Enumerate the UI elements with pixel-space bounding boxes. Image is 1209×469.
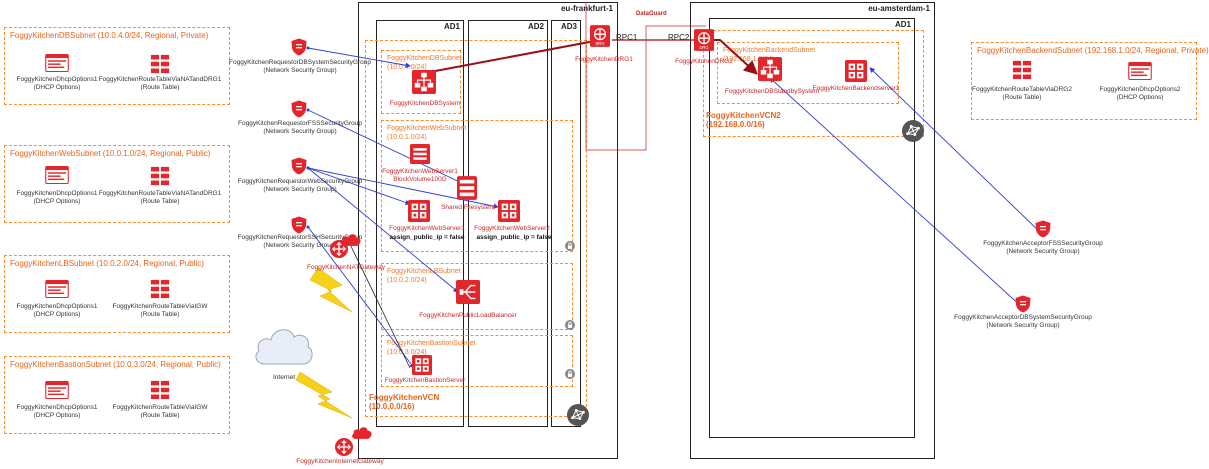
lb-subnet-panel: FoggyKitchenLBSubnet (10.0.2.0/24, Regio… bbox=[4, 255, 230, 333]
web-subnet-title: FoggyKitchenWebSubnet (10.0.1.0/24, Regi… bbox=[10, 149, 211, 158]
ams-ad1-label: AD1 bbox=[894, 20, 911, 29]
server-icon bbox=[845, 60, 867, 82]
nsg-acceptor-db-caption: FoggyKitchenAcceptorDBSystemSecurityGrou… bbox=[954, 314, 1092, 329]
lightning-bolt bbox=[295, 371, 353, 419]
bastion-subnet-title: FoggyKitchenBastionSubnet (10.0.3.0/24, … bbox=[10, 360, 221, 369]
route-caption: FoggyKitchenRouteTableViaIGW(Route Table… bbox=[112, 303, 208, 318]
ad2-label: AD2 bbox=[527, 22, 544, 31]
web-server-1-label: FoggyKitchenWebServer1 bbox=[389, 225, 465, 232]
nsg-acceptor-db-link bbox=[769, 77, 1025, 310]
bastion-subnet-panel: FoggyKitchenBastionSubnet (10.0.3.0/24, … bbox=[4, 356, 230, 434]
lock-icon bbox=[565, 369, 575, 379]
nsg-ssh-link bbox=[306, 225, 415, 369]
nat-bastion-link bbox=[347, 239, 411, 369]
internet-gateway-icon bbox=[335, 438, 353, 456]
internet-label: Internet bbox=[272, 374, 296, 381]
shield-icon bbox=[291, 38, 307, 56]
nsg-acceptor-fss-caption: FoggyKitchenAcceptorFSSSecurityGroup(Net… bbox=[983, 240, 1103, 255]
shield-icon bbox=[291, 100, 307, 118]
nat-gateway-label: FoggyKitchenNATGateway bbox=[307, 264, 385, 271]
dhcp-caption: FoggyKitchenDhcpOptions1(DHCP Options) bbox=[16, 303, 98, 318]
dataguard-label: DataGuard bbox=[636, 11, 667, 17]
dataguard-path bbox=[585, 2, 706, 151]
ad2-frankfurt: AD2 bbox=[468, 20, 548, 427]
ad3-frankfurt: AD3 bbox=[551, 20, 581, 427]
shield-icon bbox=[1015, 295, 1031, 313]
lb-subnet-title: FoggyKitchenLBSubnet (10.0.2.0/24, Regio… bbox=[10, 259, 204, 268]
shield-icon bbox=[291, 216, 307, 234]
vcn-mesh-icon bbox=[902, 120, 924, 142]
route-caption: FoggyKitchenRouteTableViaIGW(Route Table… bbox=[112, 404, 208, 419]
rpc2-label: RPC2 bbox=[668, 33, 690, 42]
vcn-mesh-icon bbox=[567, 404, 589, 426]
lock-icon bbox=[565, 320, 575, 330]
drg-router-icon[interactable] bbox=[694, 29, 714, 51]
drg1-label: FoggyKitchenDRG1 bbox=[575, 56, 633, 63]
nsg-fss-caption: FoggyKitchenRequestorFSSSecurityGroup(Ne… bbox=[238, 120, 362, 135]
nsg-ssh-caption: FoggyKitchenRequestorSSHSecurityGroup(Ne… bbox=[237, 234, 363, 249]
server-icon bbox=[498, 200, 520, 222]
backend-server-label: FoggyKitchenBackendserver1 bbox=[812, 85, 900, 92]
ad1-label: AD1 bbox=[443, 22, 460, 31]
route-caption: FoggyKitchenRouteTableViaNATandDRG1(Rout… bbox=[98, 190, 222, 205]
vcn-frankfurt-label: FoggyKitchenVCN(10.0.0.0/16) bbox=[369, 393, 440, 411]
shield-icon bbox=[291, 157, 307, 175]
dhcp-caption: FoggyKitchenDhcpOptions1(DHCP Options) bbox=[16, 190, 98, 205]
db-standby-label: FoggyKitchenDBStandbySystem bbox=[724, 88, 820, 95]
load-balancer-label: FoggyKitchenPublicLoadBalancer bbox=[419, 312, 517, 319]
shared-fs-label: Shared Filesystem bbox=[441, 204, 495, 211]
nsg-db-link bbox=[306, 46, 411, 68]
web-subnet-panel: FoggyKitchenWebSubnet (10.0.1.0/24, Regi… bbox=[4, 145, 230, 223]
bastion-server-label: FoggyKitchenBastionServer bbox=[384, 377, 466, 384]
server-icon bbox=[412, 355, 432, 375]
shield-icon bbox=[1035, 220, 1051, 238]
rpc1-label: RPC1 bbox=[616, 33, 638, 42]
vcn-amsterdam-label: FoggyKitchenVCN2(192.168.0.0/16) bbox=[706, 111, 781, 129]
lock-icon bbox=[565, 241, 575, 251]
lightning-bolt bbox=[309, 267, 353, 313]
nsg-db-caption: FoggyKitchenRequestorDBSystemSecurityGro… bbox=[229, 59, 371, 74]
db-subnet-panel: FoggyKitchenDBSubnet (10.0.4.0/24, Regio… bbox=[4, 27, 230, 105]
db-system-label: FoggyKitchenDBSystem bbox=[389, 100, 461, 107]
db-to-drg1-link bbox=[429, 39, 601, 73]
nsg-acceptor-fss-link bbox=[869, 67, 1045, 237]
route-caption: FoggyKitchenRouteTableViaNATandDRG1(Rout… bbox=[98, 76, 222, 91]
server-icon bbox=[410, 144, 430, 164]
drg-router-icon[interactable] bbox=[590, 25, 610, 47]
ad3-label: AD3 bbox=[560, 22, 577, 31]
storage-icon bbox=[457, 176, 477, 200]
db-system-icon bbox=[758, 57, 782, 81]
internet-gateway-label: FoggyKitchenInternetGateway bbox=[296, 458, 384, 465]
db-subnet-title: FoggyKitchenDBSubnet (10.0.4.0/24, Regio… bbox=[10, 31, 209, 40]
backend-subnet-title: FoggyKitchenBackendSubnet (192.168.1.0/2… bbox=[977, 46, 1209, 55]
dhcp-caption: FoggyKitchenDhcpOptions1(DHCP Options) bbox=[16, 76, 98, 91]
nat-gateway-icon bbox=[330, 240, 348, 258]
drg2-to-standby-link bbox=[710, 39, 758, 75]
nsg-web-caption: FoggyKitchenRequestorWebSecurityGroup(Ne… bbox=[237, 178, 363, 193]
cloud-icon bbox=[351, 425, 373, 440]
region-frankfurt-label: eu-frankfurt-1 bbox=[560, 4, 613, 13]
web2-assign-ip: assign_public_ip = false bbox=[476, 234, 552, 241]
server-icon bbox=[408, 200, 430, 222]
load-balancer-icon bbox=[456, 280, 480, 304]
internet-cloud-icon bbox=[255, 329, 313, 365]
web1-assign-ip: assign_public_ip = false bbox=[389, 234, 465, 241]
web-server-2-label: FoggyKitchenWebServer2 bbox=[474, 225, 550, 232]
region-amsterdam-label: eu-amsterdam-1 bbox=[868, 4, 930, 13]
db-system-icon bbox=[412, 70, 436, 94]
dhcp-caption: FoggyKitchenDhcpOptions2(DHCP Options) bbox=[1099, 86, 1181, 101]
dhcp-caption: FoggyKitchenDhcpOptions1(DHCP Options) bbox=[16, 404, 98, 419]
drg2-label: FoggyKitchenDRG2 bbox=[675, 58, 733, 65]
